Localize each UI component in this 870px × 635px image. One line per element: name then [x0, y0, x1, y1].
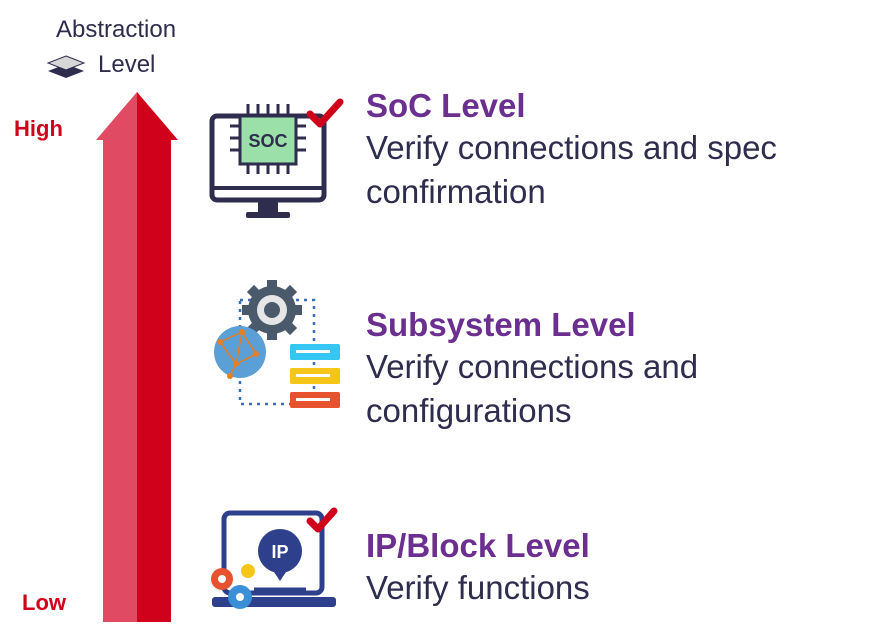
level-subsystem: Subsystem Level Verify connections and c… — [366, 305, 698, 433]
soc-monitor-icon: SOC — [209, 98, 344, 218]
level-description-line: Verify connections and — [366, 348, 699, 385]
abstraction-level-label: Level — [98, 51, 156, 78]
abstraction-arrow — [96, 92, 178, 622]
subsystem-network-icon — [214, 280, 340, 408]
high-label: High — [14, 116, 63, 141]
abstraction-title: Abstraction — [56, 16, 177, 43]
level-soc: SoC Level Verify connections and spec co… — [366, 86, 777, 214]
gears-icon — [211, 564, 255, 609]
level-ip-block: IP/Block Level Verify functions — [366, 526, 590, 610]
level-title: IP/Block Level — [366, 527, 590, 564]
ip-laptop-icon: IP — [211, 507, 338, 609]
level-title: SoC Level — [366, 87, 526, 124]
svg-text:IP: IP — [271, 542, 288, 562]
gear-icon — [242, 280, 302, 340]
level-description-line: Verify functions — [366, 569, 590, 606]
level-title: Subsystem Level — [366, 306, 636, 343]
layers-icon — [46, 55, 86, 78]
level-description-line: Verify connections and spec — [366, 129, 777, 166]
low-label: Low — [22, 590, 66, 615]
svg-text:SOC: SOC — [248, 131, 287, 151]
globe-icon — [214, 326, 266, 379]
level-description-line: configurations — [366, 392, 572, 429]
level-description-line: confirmation — [366, 173, 546, 210]
